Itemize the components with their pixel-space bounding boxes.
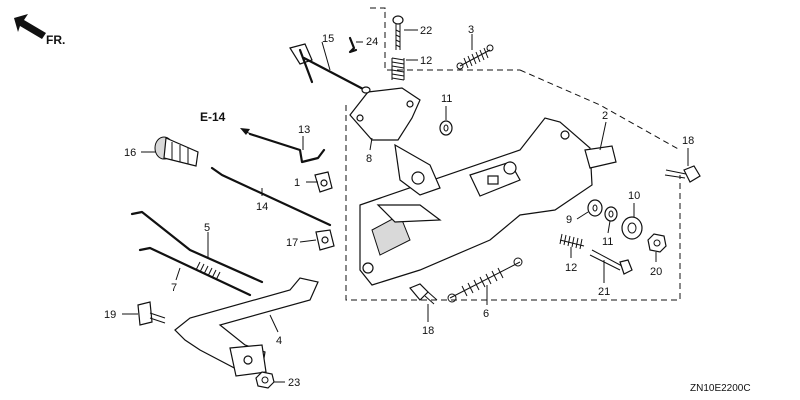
callout-14: 14	[256, 201, 268, 213]
rod-14	[210, 166, 332, 227]
reference-label: E-14	[200, 110, 226, 124]
spring-3	[456, 44, 494, 70]
callout-11-upper: 11	[441, 93, 452, 105]
callout-22: 22	[420, 25, 432, 37]
callout-18-right: 18	[682, 135, 694, 147]
clip-17	[315, 229, 335, 251]
callout-16: 16	[124, 147, 136, 159]
control-base-plate	[359, 117, 617, 286]
spring-12-upper	[391, 57, 405, 81]
drawing-code: ZN10E2200C	[690, 383, 751, 394]
rod-7	[138, 246, 252, 297]
control-arm-4	[174, 277, 319, 377]
control-lever-15	[289, 43, 371, 94]
callout-18-lower: 18	[422, 325, 434, 337]
nut-20	[647, 233, 667, 253]
callout-8: 8	[366, 153, 372, 165]
bolt-18-lower	[409, 283, 438, 305]
callout-23: 23	[288, 377, 300, 389]
grommet-16	[154, 136, 199, 167]
callout-9: 9	[566, 214, 572, 226]
front-label: FR.	[46, 33, 65, 47]
callout-6: 6	[483, 308, 489, 320]
assembly-boundary	[345, 7, 681, 301]
callout-12-upper: 12	[420, 55, 432, 67]
bolt-22	[392, 15, 404, 50]
callout-20: 20	[650, 266, 662, 278]
spring-12-lower	[559, 233, 585, 250]
rod-5	[130, 210, 264, 284]
bolt-19	[137, 301, 166, 326]
washer-9	[587, 199, 603, 217]
callout-24: 24	[366, 36, 378, 48]
callout-3: 3	[468, 24, 474, 36]
callout-4: 4	[276, 335, 282, 347]
bolt-21	[589, 249, 633, 275]
callout-7: 7	[171, 282, 177, 294]
washer-11-lower	[604, 206, 618, 222]
callout-10: 10	[628, 190, 640, 202]
spring-6	[447, 257, 523, 303]
callout-19: 19	[104, 309, 116, 321]
clip-1	[314, 171, 333, 193]
bolt-18-right	[664, 165, 701, 183]
washer-11-upper	[439, 120, 453, 136]
choke-bracket	[349, 87, 442, 223]
callout-5: 5	[204, 222, 210, 234]
callout-15: 15	[322, 33, 334, 45]
leader-lines	[122, 29, 689, 383]
callout-12-lower: 12	[565, 262, 577, 274]
callout-11-lower: 11	[602, 236, 613, 248]
callout-1: 1	[294, 177, 300, 189]
rod-13	[248, 132, 326, 164]
nut-23	[255, 371, 275, 389]
front-direction-arrow: FR.	[14, 14, 65, 47]
callout-13: 13	[298, 124, 310, 136]
callout-labels: 15 24 22 12 3 11 8 13 16 1 14 17 5 7 19 …	[104, 24, 694, 389]
callout-2: 2	[602, 110, 608, 122]
callout-21: 21	[598, 286, 610, 298]
callout-17: 17	[286, 237, 298, 249]
clip-24	[348, 36, 358, 54]
friction-disc-10	[621, 216, 643, 240]
